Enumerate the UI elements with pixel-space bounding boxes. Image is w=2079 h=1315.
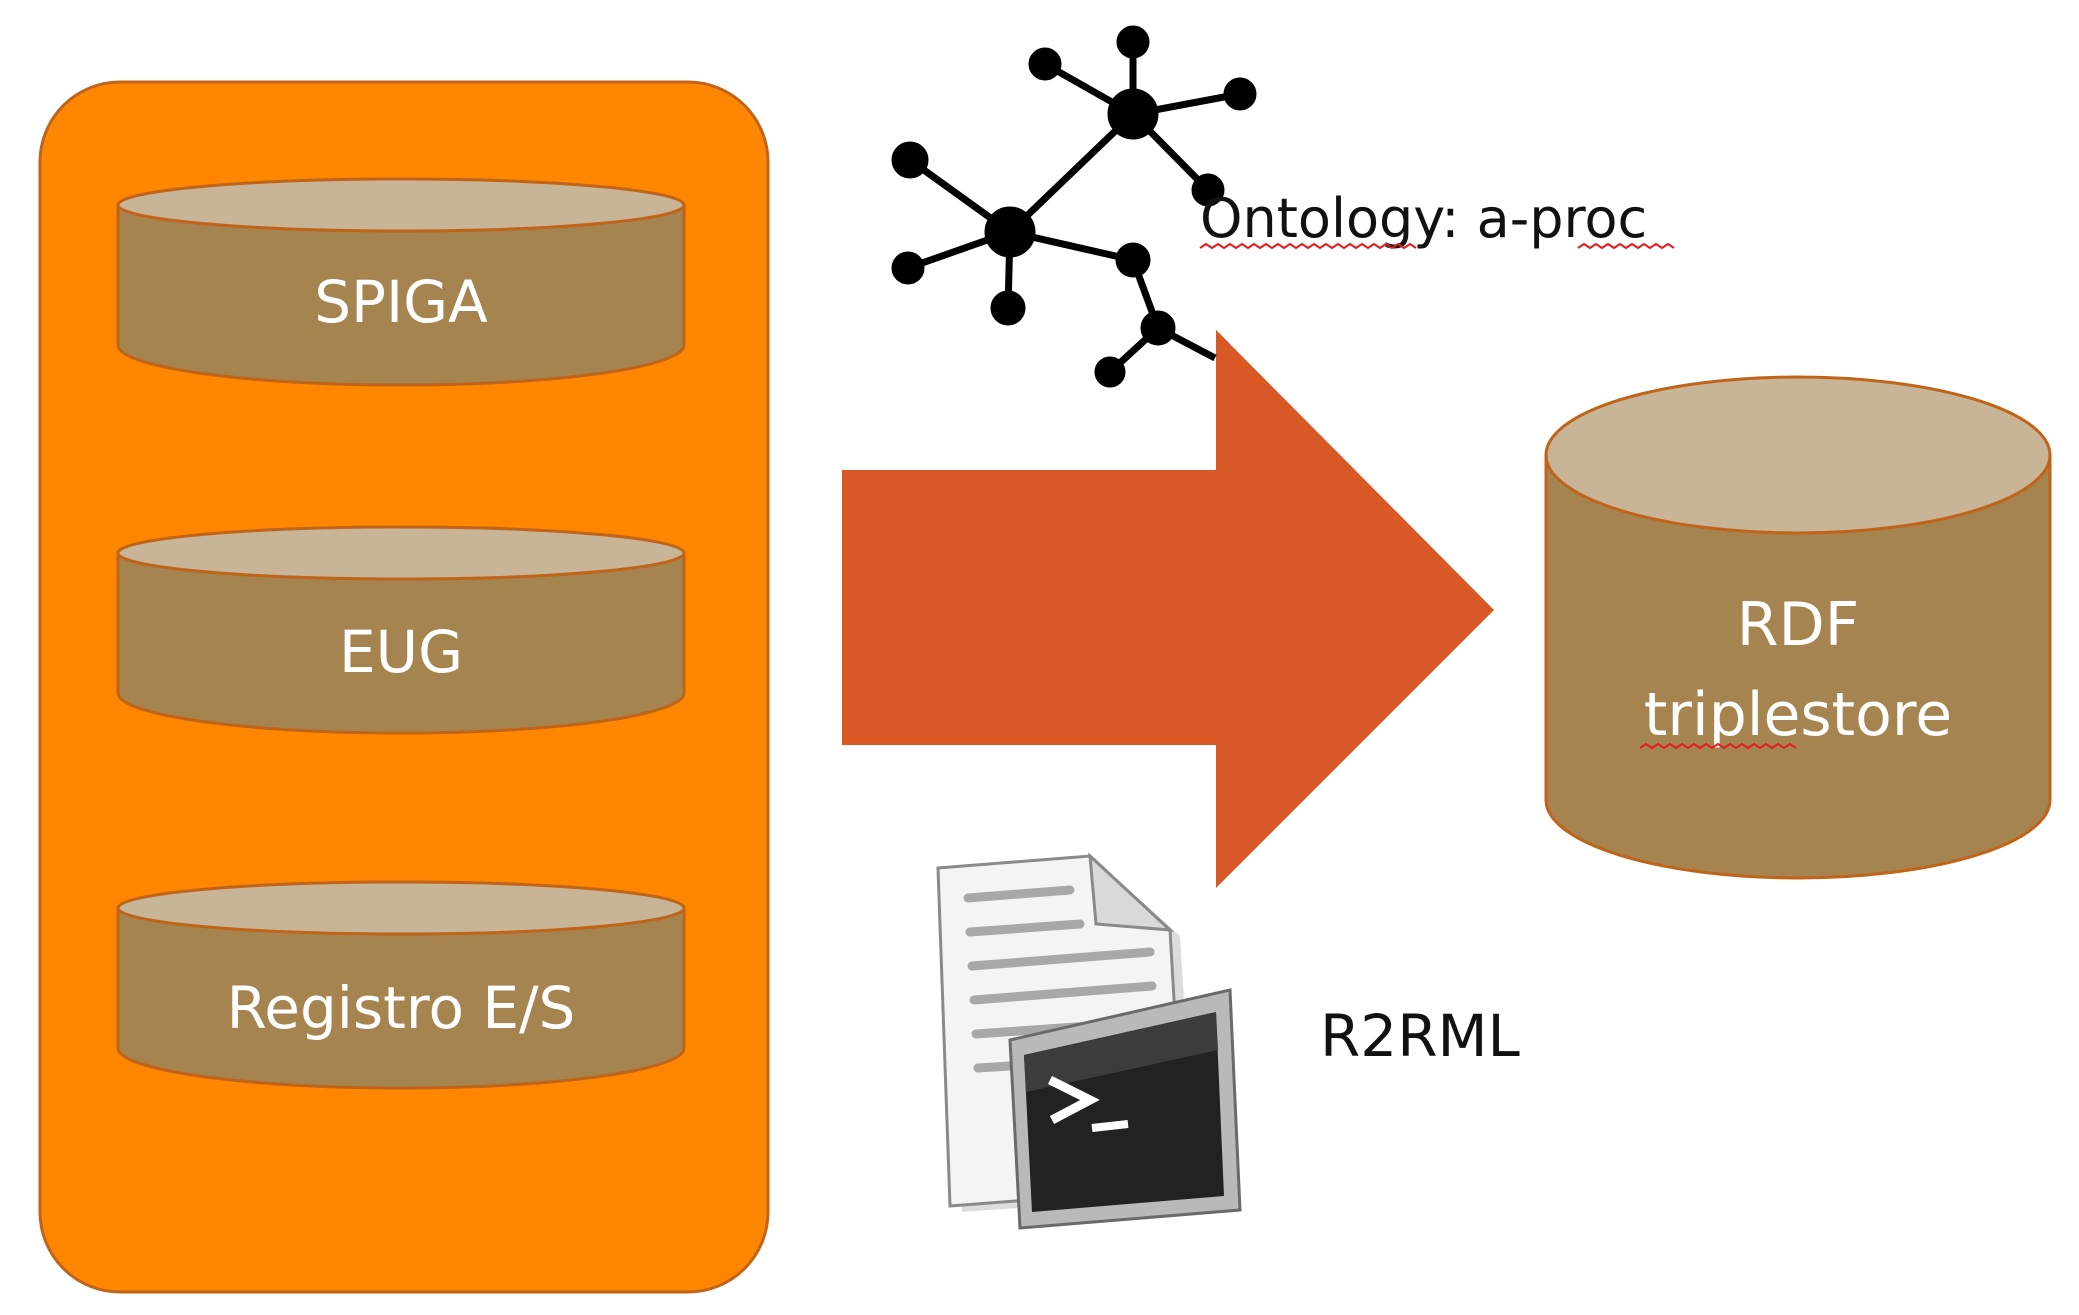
- molecule-graph-icon: [891, 25, 1257, 388]
- triplestore-label: triplestore: [1644, 680, 1952, 750]
- database-rdf-triplestore: RDF triplestore: [1544, 375, 2052, 880]
- transformation-arrow-tip-overlay: [1216, 330, 1230, 344]
- rdf-label: RDF: [1737, 590, 1859, 660]
- database-eug-label: EUG: [339, 618, 463, 686]
- database-spiga-label: SPIGA: [314, 268, 488, 336]
- database-registro-es: Registro E/S: [116, 880, 686, 1090]
- transformation-arrow: [842, 330, 1494, 888]
- database-eug: EUG: [116, 525, 686, 735]
- script-terminal-icon: [936, 852, 1242, 1230]
- r2rml-label: R2RML: [1320, 1002, 1520, 1070]
- ontology-spellcheck-underline: [1199, 242, 1417, 250]
- database-spiga: SPIGA: [116, 177, 686, 387]
- triplestore-spellcheck-underline: [1639, 742, 1797, 750]
- ontology-label: Ontology: a-proc: [1200, 187, 1647, 250]
- database-registro-es-label: Registro E/S: [227, 974, 576, 1042]
- ontology-spellcheck-underline-2: [1577, 242, 1675, 250]
